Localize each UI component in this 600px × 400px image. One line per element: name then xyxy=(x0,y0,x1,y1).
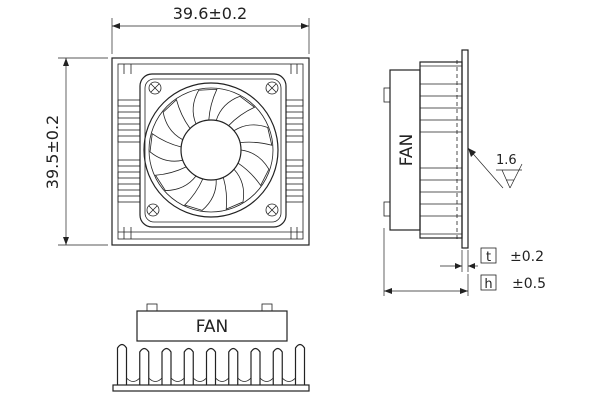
top-fins xyxy=(123,64,298,239)
left-fin xyxy=(117,195,141,203)
front-fan-body xyxy=(136,310,288,342)
t-box-label: t xyxy=(486,250,491,265)
front-fin-gap xyxy=(126,377,141,382)
left-fin xyxy=(117,111,141,119)
side-fins xyxy=(420,83,462,217)
side-base-plate xyxy=(461,49,469,249)
fan-hub xyxy=(180,119,242,181)
front-fin-gap xyxy=(281,377,296,382)
front-fan-label: FAN xyxy=(196,317,229,337)
t-box xyxy=(480,247,497,264)
right-fins xyxy=(285,99,304,203)
front-fin-gap xyxy=(170,377,185,382)
t-tolerance: ±0.2 xyxy=(510,249,544,265)
left-fin xyxy=(117,135,141,143)
right-fin xyxy=(285,99,304,107)
right-fin xyxy=(285,195,304,203)
h-box-label: h xyxy=(484,277,492,292)
right-fin xyxy=(285,123,304,131)
height-dimension: 39.5±0.2 xyxy=(43,57,108,246)
front-fin-gap xyxy=(215,377,230,382)
front-base-plate xyxy=(112,384,310,392)
right-fin xyxy=(285,171,304,179)
front-fin xyxy=(272,347,283,385)
width-dimension-label: 39.6±0.2 xyxy=(173,4,247,23)
front-view: FAN xyxy=(112,303,310,392)
side-fan-label: FAN xyxy=(397,134,417,167)
screw-hole-bottom-left xyxy=(146,203,160,217)
front-fin xyxy=(116,343,128,385)
h-dimension: h ±0.5 xyxy=(383,228,546,296)
screw-hole-bottom-right xyxy=(265,203,279,217)
right-fin xyxy=(285,159,304,167)
front-fin xyxy=(183,347,194,385)
left-fin xyxy=(117,183,141,191)
screw-holes xyxy=(146,81,279,217)
side-view: FAN 1.6 t ±0.2 xyxy=(383,49,546,296)
front-fin-gap xyxy=(259,377,274,382)
fan-blade xyxy=(154,166,197,191)
t-dimension: t ±0.2 xyxy=(440,247,544,272)
fan-ring xyxy=(143,82,279,218)
fan-blade xyxy=(149,132,184,162)
right-fin xyxy=(285,111,304,119)
height-dimension-label: 39.5±0.2 xyxy=(43,115,62,189)
top-view-outline xyxy=(111,57,310,246)
top-view: 39.6±0.2 39.5±0.2 xyxy=(43,4,310,246)
left-fin xyxy=(117,123,141,131)
right-fin xyxy=(285,135,304,143)
screw-hole-top-right xyxy=(265,81,279,95)
right-fin xyxy=(285,183,304,191)
heatsink-frame xyxy=(117,63,304,240)
front-fin xyxy=(161,347,172,385)
front-fin-gap xyxy=(237,377,252,382)
h-box xyxy=(480,274,497,291)
fan-blade xyxy=(233,124,273,146)
fan-blade xyxy=(215,95,256,127)
roughness-value: 1.6 xyxy=(496,153,517,168)
fan-blades xyxy=(149,88,273,211)
fan-blade xyxy=(237,149,270,187)
front-fin-gap xyxy=(192,377,207,382)
h-tolerance: ±0.5 xyxy=(512,276,546,292)
front-fin xyxy=(250,347,261,385)
front-fin xyxy=(205,347,217,385)
front-fin xyxy=(294,343,306,385)
fan-blade xyxy=(222,168,245,210)
fan-blade xyxy=(162,98,191,141)
left-fins xyxy=(117,99,141,203)
left-fin xyxy=(117,159,141,167)
roughness-symbol: 1.6 xyxy=(467,147,523,189)
front-fin xyxy=(228,347,239,385)
left-fin xyxy=(117,171,141,179)
fan-blade xyxy=(183,178,217,211)
side-fin-block xyxy=(419,61,463,239)
fan-blade xyxy=(192,88,218,125)
screw-hole-top-left xyxy=(148,81,162,95)
front-fin xyxy=(139,347,150,385)
left-fin xyxy=(117,99,141,107)
front-fins xyxy=(116,343,306,385)
width-dimension: 39.6±0.2 xyxy=(111,4,310,54)
front-fin-gap xyxy=(148,377,163,382)
